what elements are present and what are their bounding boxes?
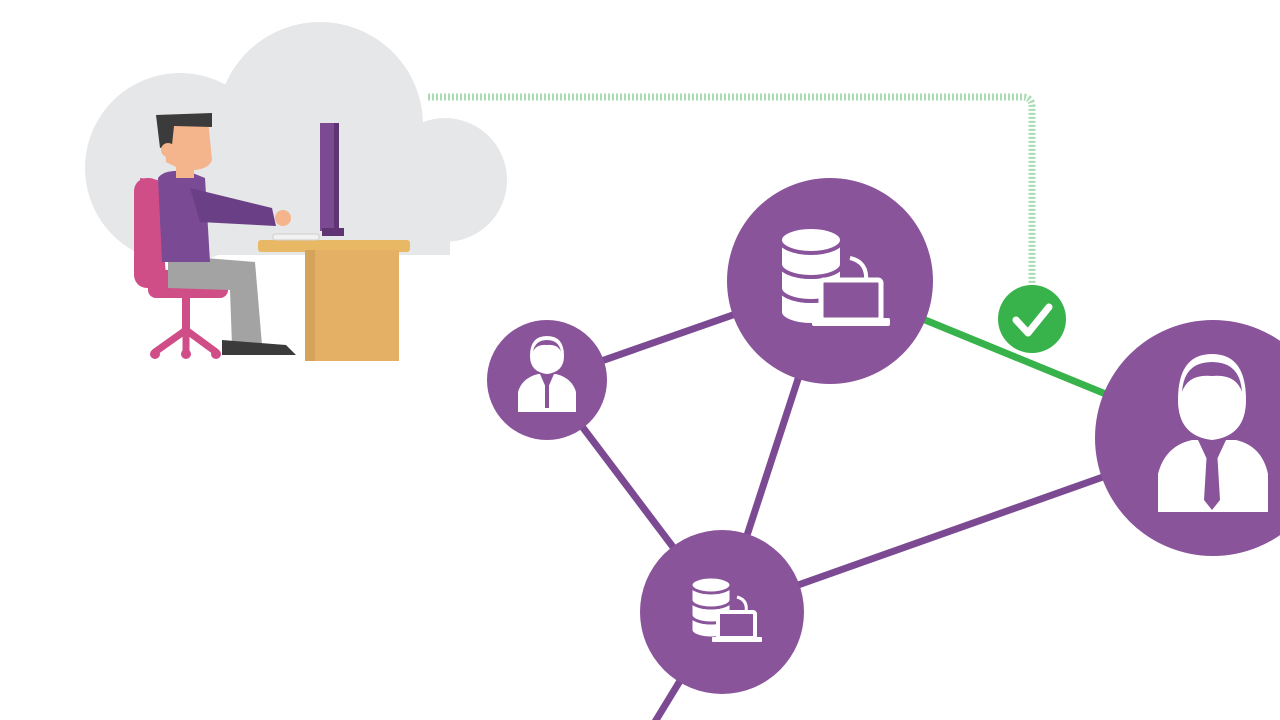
node-user-small[interactable] bbox=[487, 320, 607, 440]
node-user-large[interactable] bbox=[1095, 320, 1280, 556]
node-server-small[interactable] bbox=[640, 530, 804, 694]
user-avatar-icon bbox=[518, 336, 576, 412]
node-server-large[interactable] bbox=[727, 178, 933, 384]
user-avatar-icon bbox=[1158, 354, 1268, 512]
keyboard-icon bbox=[272, 233, 320, 241]
database-laptop-icon bbox=[689, 575, 762, 642]
person-icon bbox=[156, 113, 296, 355]
desk-icon bbox=[258, 240, 410, 361]
monitor-icon bbox=[320, 123, 344, 236]
checkmark-icon bbox=[998, 285, 1066, 353]
database-laptop-icon bbox=[778, 225, 890, 327]
